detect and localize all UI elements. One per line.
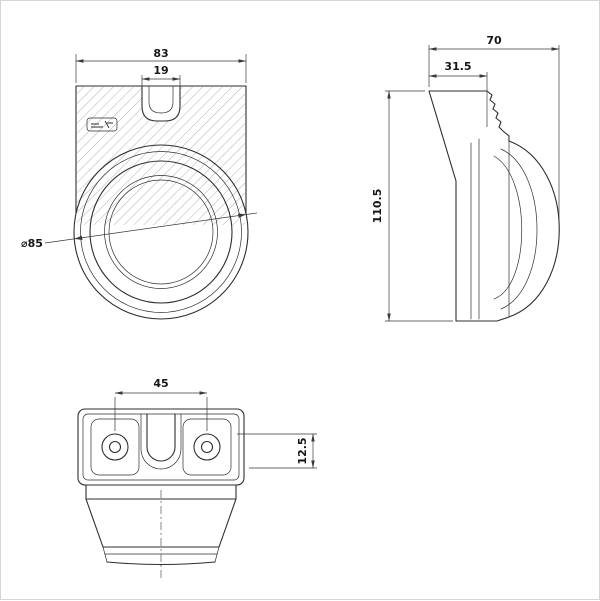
housing-bottom-edge [106, 561, 216, 566]
housing-taper [85, 498, 237, 548]
slot-fill [142, 87, 180, 121]
front-view: 83 19 ⌀85 [21, 47, 258, 320]
dim-85-label: ⌀85 [21, 237, 43, 250]
dim-width-83: 83 [75, 47, 247, 83]
lens-inner-ring [104, 175, 218, 289]
dim-83-label: 83 [153, 47, 168, 60]
lens-circles [73, 144, 249, 320]
dim-110-5-label: 110.5 [371, 189, 384, 224]
mounting-slot [141, 85, 181, 122]
logo-plate [86, 117, 118, 132]
housing-band [85, 484, 237, 500]
dim-45-extension-lines [114, 397, 208, 431]
lens-dome-arc-3 [493, 155, 523, 300]
dim-height-110-5: 110.5 [371, 90, 453, 322]
left-screw-washer [101, 433, 129, 461]
left-screw-hole [108, 440, 122, 454]
lens-dome-arc-2 [500, 148, 538, 310]
dim-70-label: 70 [486, 34, 502, 47]
dim-bracket-31-5: 31.5 [428, 60, 488, 127]
right-screw-washer [193, 433, 221, 461]
dim-12-5-label: 12.5 [296, 437, 309, 464]
plate-inner-outline [82, 413, 240, 481]
dim-110-5-extension-lines [385, 90, 453, 322]
dim-depth-70: 70 [428, 34, 560, 223]
side-profile-outline [428, 90, 560, 322]
dim-spacing-45: 45 [114, 377, 208, 431]
dim-85-arrow-left [74, 235, 83, 240]
lens-ring-2 [80, 151, 242, 313]
diameter-callout: ⌀85 [21, 212, 258, 250]
dim-45-label: 45 [153, 377, 168, 390]
dim-83-extension-lines [75, 54, 247, 83]
plate-outer-outline [77, 408, 245, 486]
dim-offset-12-5: 12.5 [237, 433, 317, 469]
dim-70-extension-lines [428, 45, 560, 223]
lens-outer-ring [73, 144, 249, 320]
dim-19-label: 19 [153, 64, 168, 77]
dim-slot-19: 19 [141, 64, 181, 91]
cable-channel-inner [146, 413, 176, 462]
logo-text-mark [91, 120, 113, 129]
side-view: 70 31.5 110.5 [371, 34, 560, 322]
dim-12-5-extension-lines [237, 433, 317, 469]
mounting-plate [77, 408, 245, 486]
bottom-view: 45 12.5 [77, 377, 317, 579]
lower-housing [85, 484, 237, 579]
cable-channel-outer [140, 413, 182, 470]
dim-31-5-label: 31.5 [444, 60, 471, 73]
slot-outer-outline [141, 85, 181, 122]
lens-center-ring [108, 179, 214, 285]
lens-bezel-ring [89, 160, 233, 304]
right-screw-hole [200, 440, 214, 454]
brand-logo [86, 117, 118, 132]
dim-85-arrow-right [238, 213, 247, 218]
slot-inner-outline [148, 85, 174, 114]
